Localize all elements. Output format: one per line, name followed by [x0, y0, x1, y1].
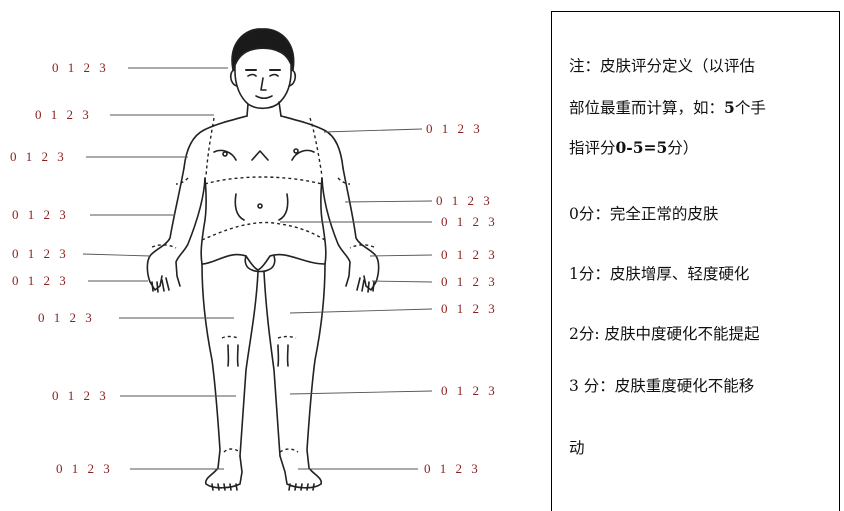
legend-score-3-line1: 3 分：皮肤重度硬化不能移	[569, 377, 755, 395]
human-body-outline	[82, 28, 433, 491]
legend-note-line3: 指评分0-5=5分）	[569, 138, 699, 157]
scale-neck: 0 1 2 3	[35, 107, 92, 122]
scale-hand-right: 0 1 2 3	[441, 247, 498, 262]
scale-face: 0 1 2 3	[52, 60, 109, 75]
scale-thigh-left: 0 1 2 3	[38, 310, 95, 325]
scale-upper-arm-left: 0 1 2 3	[10, 149, 67, 164]
legend-score-2: 2分: 皮肤中度硬化不能提起	[569, 325, 760, 343]
scale-forearm-left: 0 1 2 3	[12, 207, 69, 222]
scale-fingers-left: 0 1 2 3	[12, 273, 69, 288]
legend-score-0: 0分：完全正常的皮肤	[569, 205, 719, 223]
scale-foot-left: 0 1 2 3	[56, 461, 113, 476]
body-diagram: 0 1 2 3 0 1 2 3 0 1 2 3 0 1 2 3 0 1 2 3 …	[10, 28, 498, 491]
legend-note-line1: 注：皮肤评分定义（以评估	[569, 57, 756, 75]
scale-leg-right: 0 1 2 3	[441, 383, 498, 398]
scale-right-shoulder: 0 1 2 3	[426, 121, 483, 136]
scale-hand-left: 0 1 2 3	[12, 246, 69, 261]
scale-abdomen: 0 1 2 3	[441, 214, 498, 229]
scale-thigh-right: 0 1 2 3	[441, 301, 498, 316]
scale-leg-left: 0 1 2 3	[52, 388, 109, 403]
legend-score-1: 1分：皮肤增厚、轻度硬化	[569, 265, 750, 283]
scale-foot-right: 0 1 2 3	[424, 461, 481, 476]
legend-note-line2: 部位最重而计算，如：5个手	[569, 98, 766, 117]
scale-fingers-right: 0 1 2 3	[441, 274, 498, 289]
scale-forearm-right: 0 1 2 3	[436, 193, 493, 208]
legend-score-3-line2: 动	[569, 439, 585, 457]
score-legend: 注：皮肤评分定义（以评估 部位最重而计算，如：5个手 指评分0-5=5分） 0分…	[551, 11, 840, 511]
